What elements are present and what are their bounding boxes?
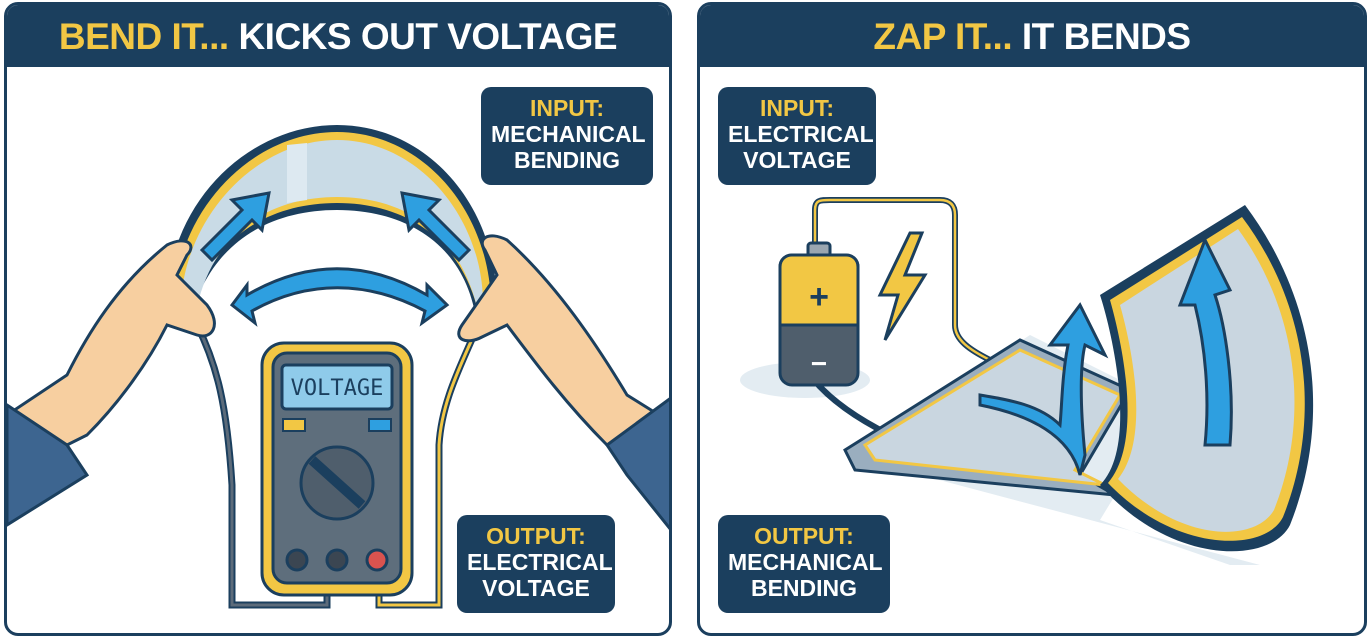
input-box: INPUT: ELECTRICAL VOLTAGE	[718, 87, 876, 185]
battery-plus: +	[809, 278, 829, 316]
input-line2: BENDING	[513, 147, 621, 173]
left-hand	[7, 239, 216, 477]
title-rest: IT BENDS	[1021, 16, 1191, 57]
output-line2: VOLTAGE	[482, 575, 590, 601]
right-panel-zap-it: ZAP IT... IT BENDS + − INPUT: ELECTRICAL…	[697, 2, 1367, 636]
output-label: OUTPUT:	[486, 523, 586, 549]
arrow-icon	[199, 191, 271, 263]
output-box: OUTPUT: MECHANICAL BENDING	[718, 515, 890, 613]
output-line2: BENDING	[750, 575, 858, 601]
input-label: INPUT:	[759, 95, 835, 121]
left-panel-title: BEND IT... KICKS OUT VOLTAGE	[7, 5, 669, 67]
actuator-illustration: + −	[740, 197, 1314, 565]
title-highlight: BEND IT...	[58, 16, 229, 57]
multimeter: VOLTAGE	[260, 341, 414, 597]
left-panel-bend-it: BEND IT... KICKS OUT VOLTAGE VOLTAGE	[4, 2, 672, 636]
lightning-bolt-icon	[877, 231, 928, 341]
output-label: OUTPUT:	[754, 523, 854, 549]
up-arrow-icon	[1177, 236, 1233, 447]
right-hand	[457, 234, 669, 474]
left-sleeve	[7, 403, 90, 527]
title-rest: KICKS OUT VOLTAGE	[238, 16, 618, 57]
right-panel-title: ZAP IT... IT BENDS	[700, 5, 1364, 67]
title-highlight: ZAP IT...	[873, 16, 1013, 57]
output-box: OUTPUT: ELECTRICAL VOLTAGE	[457, 515, 615, 613]
input-label: INPUT:	[529, 95, 605, 121]
battery-icon: + −	[778, 241, 860, 387]
battery-minus: −	[811, 348, 827, 379]
double-arrow-icon	[229, 267, 450, 327]
bend-arrow-icon	[978, 302, 1109, 476]
bending-film-illustration: VOLTAGE	[7, 125, 669, 609]
input-line1: ELECTRICAL	[728, 121, 874, 147]
output-line1: ELECTRICAL	[467, 549, 613, 575]
right-sleeve	[604, 397, 669, 530]
meter-display: VOLTAGE	[291, 376, 384, 401]
input-line2: VOLTAGE	[743, 147, 851, 173]
arrow-icon	[400, 191, 472, 263]
output-line1: MECHANICAL	[728, 549, 883, 575]
input-line1: MECHANICAL	[491, 121, 646, 147]
input-box: INPUT: MECHANICAL BENDING	[481, 87, 653, 185]
